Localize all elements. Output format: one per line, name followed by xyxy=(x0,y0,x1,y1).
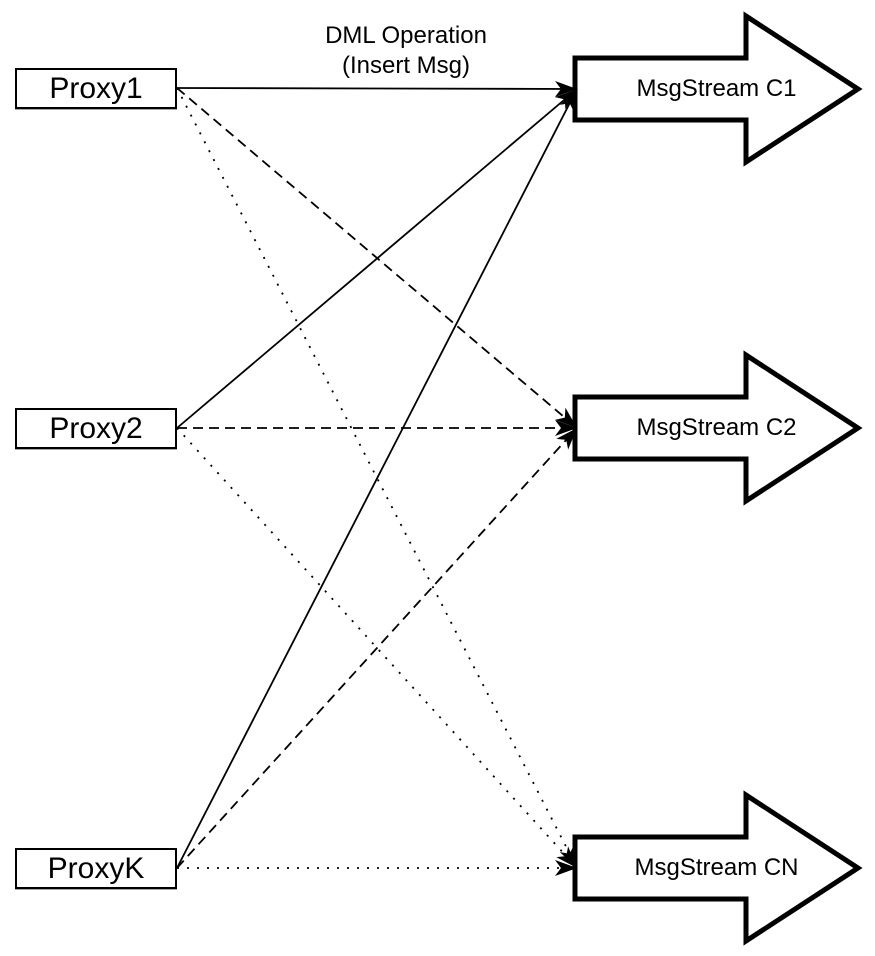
node-proxy2: Proxy2 xyxy=(15,408,177,449)
edge-proxy1-c1 xyxy=(176,80,578,97)
annotation-line-2: (Insert Msg) xyxy=(341,52,470,79)
node-msgstream-c1 xyxy=(572,11,863,167)
node-proxy1-label: Proxy1 xyxy=(49,71,143,105)
edge-annotation: DML Operation (Insert Msg) xyxy=(246,21,566,81)
node-msgstream-c2 xyxy=(572,350,863,506)
node-proxyk: ProxyK xyxy=(15,848,177,889)
edge-proxyk-c2 xyxy=(176,427,578,869)
annotation-line-1: DML Operation xyxy=(325,22,487,49)
node-proxy1: Proxy1 xyxy=(15,68,177,109)
node-proxy2-label: Proxy2 xyxy=(49,411,143,445)
node-proxyk-label: ProxyK xyxy=(47,851,145,885)
edge-proxyk-c1 xyxy=(176,88,578,869)
edge-proxy2-c1 xyxy=(176,88,578,429)
edge-proxy1-cn xyxy=(176,87,578,869)
node-msgstream-cn xyxy=(572,790,863,946)
